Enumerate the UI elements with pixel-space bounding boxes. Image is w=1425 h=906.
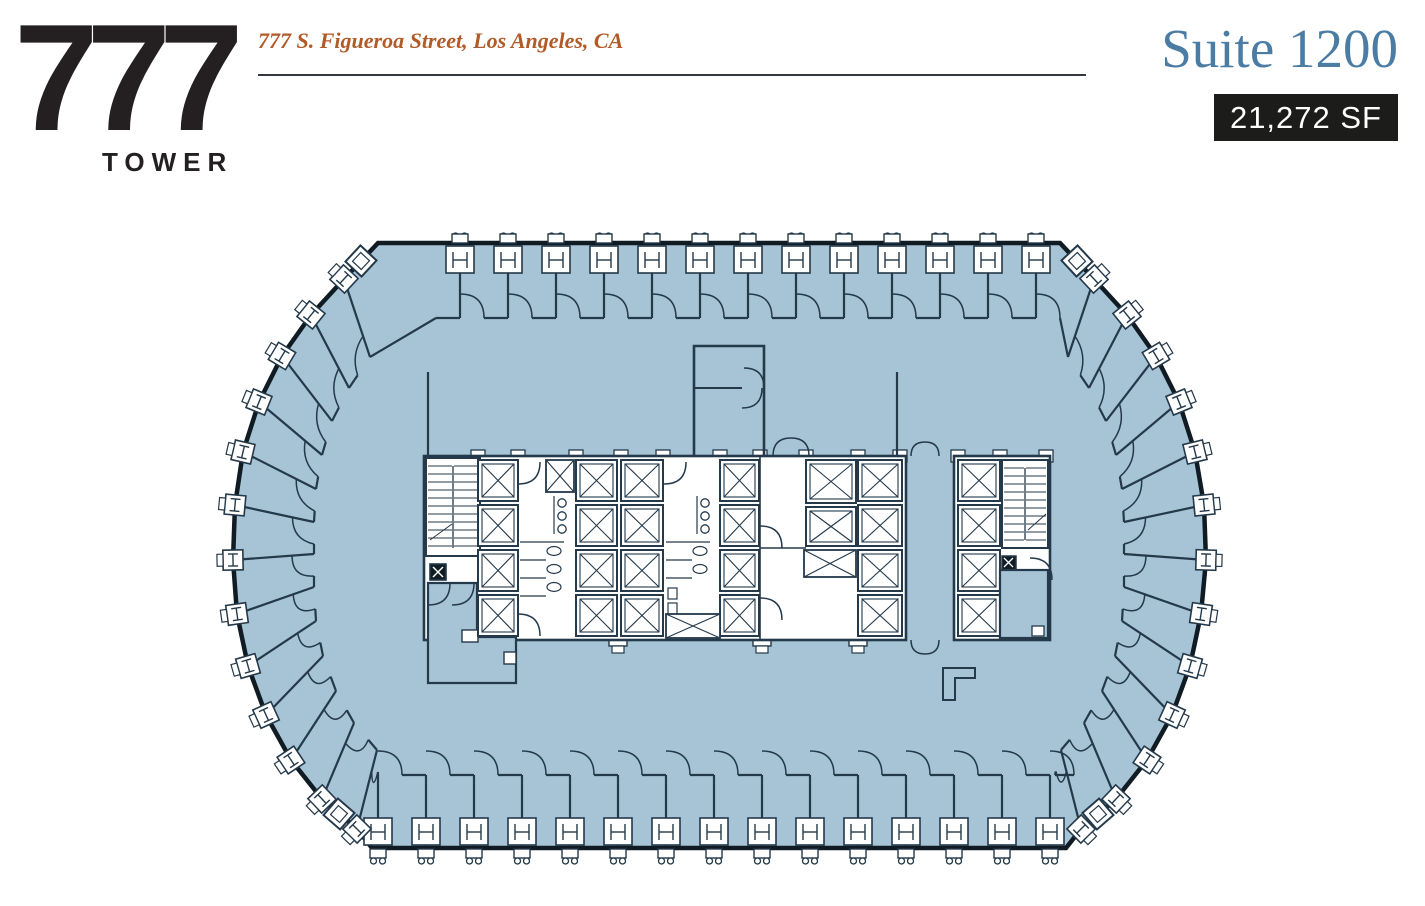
building-address: 777 S. Figueroa Street, Los Angeles, CA: [258, 28, 624, 53]
logo-777: 777: [14, 0, 244, 163]
suite-title: Suite 1200: [1161, 18, 1398, 79]
logo-tower: TOWER: [102, 147, 234, 177]
building-core: [422, 454, 1053, 685]
perimeter-offices: [232, 246, 1207, 846]
area-badge: 21,272 SF: [1213, 94, 1398, 141]
interior-walls: [426, 344, 976, 701]
header-rule: [258, 74, 1086, 76]
window-columns: [216, 232, 1223, 865]
